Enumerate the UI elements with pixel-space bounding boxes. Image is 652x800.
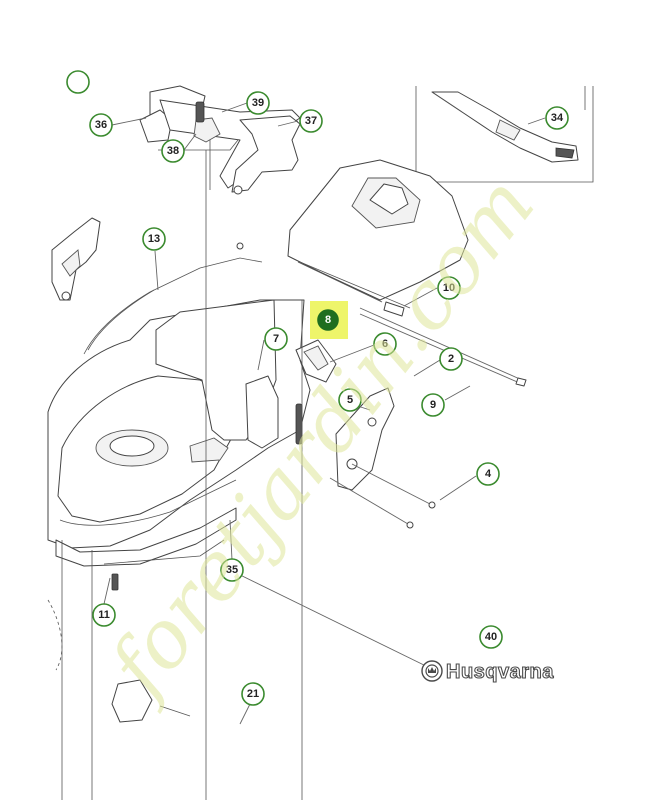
callout-partial-top	[66, 70, 90, 94]
callout-7[interactable]: 7	[264, 327, 288, 351]
rear-rods	[299, 261, 527, 387]
callout-38-label: 38	[167, 145, 179, 157]
callout-9-ring	[421, 393, 445, 417]
callout-11[interactable]: 11	[92, 603, 116, 627]
callout-36-ring	[89, 113, 113, 137]
callout-9-label: 9	[430, 399, 436, 411]
callout-9[interactable]: 9	[421, 393, 445, 417]
callout-13-ring	[142, 227, 166, 251]
mower-deck	[47, 299, 311, 567]
callout-2[interactable]: 2	[439, 347, 463, 371]
callout-7-label: 7	[273, 333, 279, 345]
callout-36[interactable]: 36	[89, 113, 113, 137]
callout-34-label: 34	[551, 112, 564, 124]
callout-36-label: 36	[95, 119, 107, 131]
callout-21-label: 21	[247, 688, 259, 700]
callout-35-label: 35	[226, 564, 238, 576]
blade-inset	[415, 86, 594, 183]
callout-37[interactable]: 37	[299, 109, 323, 133]
callout-40[interactable]: 40	[479, 625, 503, 649]
rear-flap	[287, 159, 469, 303]
callout-13[interactable]: 13	[142, 227, 166, 251]
callout-4[interactable]: 4	[476, 462, 500, 486]
callout-35-ring	[220, 558, 244, 582]
callout-39-ring	[246, 91, 270, 115]
callout-10[interactable]: 10	[437, 276, 461, 300]
callout-8-ring	[317, 309, 339, 331]
callout-35[interactable]: 35	[220, 558, 244, 582]
callout-6-label: 6	[382, 338, 388, 350]
callout-21-ring	[241, 682, 265, 706]
husqvarna-crown-logo-icon	[421, 660, 443, 682]
callout-38[interactable]: 38	[161, 139, 185, 163]
callout-40-ring	[479, 625, 503, 649]
callout-10-ring	[437, 276, 461, 300]
leader-lines	[103, 102, 546, 725]
callout-34-ring	[545, 106, 569, 130]
callout-21[interactable]: 21	[241, 682, 265, 706]
callout-6[interactable]: 6	[373, 332, 397, 356]
callout-8-label: 8	[325, 314, 331, 326]
brand-name: Husqvarna	[446, 661, 554, 683]
callout-11-ring	[92, 603, 116, 627]
callout-37-ring	[299, 109, 323, 133]
brand-logo: Husqvarna	[421, 660, 554, 684]
screws	[295, 403, 436, 529]
callout-13-label: 13	[148, 233, 160, 245]
callout-34[interactable]: 34	[545, 106, 569, 130]
callout-4-ring	[476, 462, 500, 486]
deck-handle-bar	[83, 242, 263, 355]
callout-4-label: 4	[485, 468, 492, 480]
callout-38-ring	[161, 139, 185, 163]
callout-39-label: 39	[252, 97, 264, 109]
callout-5-label: 5	[347, 394, 353, 406]
callout-40-label: 40	[485, 631, 497, 643]
callout-11-label: 11	[98, 609, 110, 621]
handle-assembly	[139, 85, 301, 195]
lower-parts	[47, 150, 431, 800]
callout-5-ring	[338, 388, 362, 412]
callout-10-label: 10	[443, 282, 455, 294]
callout-2-ring	[439, 347, 463, 371]
callout-6-ring	[373, 332, 397, 356]
callout-37-label: 37	[305, 115, 317, 127]
callout-7-ring	[264, 327, 288, 351]
small-flap	[295, 339, 337, 383]
callout-8[interactable]: 8	[317, 309, 339, 331]
callout-2-label: 2	[448, 353, 454, 365]
callout-39[interactable]: 39	[246, 91, 270, 115]
callout-5[interactable]: 5	[338, 388, 362, 412]
left-wheel-bracket	[51, 217, 101, 301]
